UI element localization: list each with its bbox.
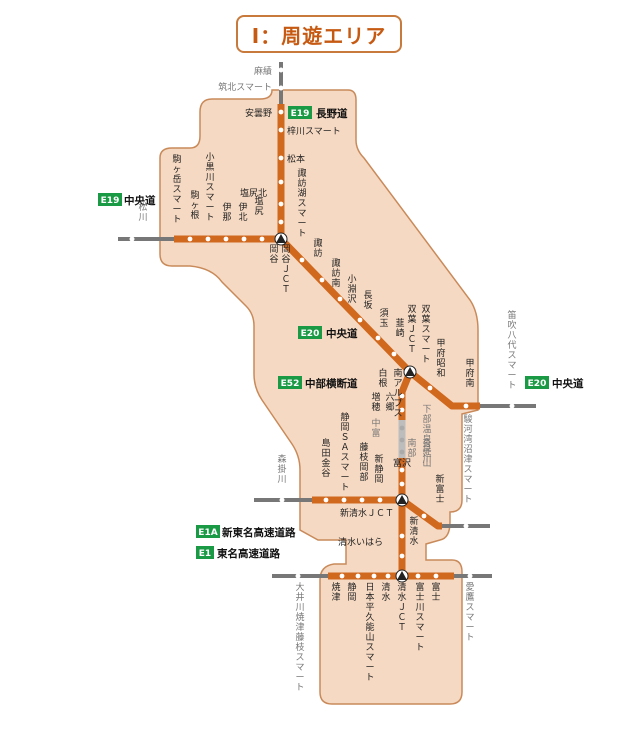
station-kofuminami: 甲府南	[465, 358, 474, 389]
station-shiojirikita: 塩尻北	[240, 187, 267, 199]
station-oigawa: 大井川焼津藤枝スマート	[295, 581, 304, 693]
station-kogurogawa: 小黒川スマート	[205, 152, 214, 223]
station-minobu: 身延山	[422, 437, 431, 469]
station-masuho: 増穂	[371, 391, 380, 413]
station-shinshimizu-jct: 新清水ＪＣＴ	[340, 507, 394, 519]
station-ashitaka: 愛鷹スマート	[465, 581, 474, 643]
route-tag: E52	[281, 379, 300, 389]
station-kobuchisawa: 小淵沢	[347, 274, 356, 305]
route-name: 長野道	[316, 107, 348, 120]
station-shinfuji: 新富士	[435, 473, 444, 505]
station-nanbu: 南部	[407, 437, 416, 459]
station-sasago: 笛吹八代スマート	[507, 309, 516, 391]
area-title: I：周遊エリア	[251, 23, 387, 48]
jct-markers	[274, 232, 417, 583]
area-title-box: I：周遊エリア	[236, 15, 402, 53]
station-fujieda-okabe: 藤枝岡部	[359, 441, 368, 483]
route-tag: E19	[101, 196, 120, 206]
station-shizuoka: 静岡	[347, 581, 356, 603]
station-chikuhoku: 筑北スマート	[218, 81, 272, 93]
station-kofushowa: 甲府昭和	[436, 338, 445, 379]
route-tag: E20	[301, 329, 320, 339]
station-fuji: 富士	[431, 581, 440, 603]
station-rokugo: 六郷	[385, 391, 394, 413]
station-azumino: 安曇野	[245, 107, 272, 119]
station-shizuoka-sa: 静岡ＳＡスマート	[340, 411, 349, 493]
route-e19-chuo: E19 中央道	[98, 193, 156, 207]
station-shimizu: 清水	[381, 581, 390, 603]
route-e20-chuo-east: E20 中央道	[525, 376, 584, 390]
station-inakita: 伊北	[238, 201, 247, 223]
station-suwako: 諏訪湖スマート	[297, 167, 306, 239]
station-okaya: 岡谷	[269, 244, 278, 265]
station-ina: 伊那	[222, 201, 231, 223]
station-shirane: 白根	[378, 367, 387, 389]
route-tag: E1A	[198, 528, 217, 538]
station-shinshizuoka: 新静岡	[374, 453, 383, 485]
station-tomizawa: 富沢	[393, 457, 411, 469]
route-e1a: E1A 新東名高速道路	[196, 525, 296, 539]
route-e52: E52 中部横断道	[278, 376, 358, 390]
station-shimizu-ihara: 清水いはら	[338, 536, 383, 548]
route-tag: E1	[199, 549, 211, 559]
station-azusagawa: 梓川スマート	[287, 125, 341, 137]
inactive-station-dots	[399, 425, 405, 455]
station-nihondaira: 日本平久能山スマート	[365, 582, 374, 683]
station-labels-vertical: 駒ヶ岳スマート 松川 駒ヶ根 小黒川スマート 伊那 伊北 塩尻 諏訪湖スマート …	[138, 152, 516, 693]
station-okaya-jct: 岡谷ＪＣＴ	[281, 244, 290, 295]
station-minami-alps: 南アルプス	[393, 367, 402, 419]
route-e20-chuo-mid: E20 中央道	[298, 326, 358, 340]
route-tag: E20	[528, 379, 547, 389]
station-shimada: 島田金谷	[321, 437, 330, 479]
route-name: 新東名高速道路	[222, 526, 296, 539]
station-suwa: 諏訪	[313, 237, 322, 259]
station-suruga: 駿河湾沼津スマート	[463, 413, 472, 505]
station-nagasaka: 長坂	[363, 290, 372, 311]
station-matsukawa: 松川	[138, 201, 147, 223]
station-morikake: 森掛川	[277, 453, 286, 485]
station-shimobe: 下部温泉早川	[422, 405, 431, 465]
station-sudama: 須玉	[379, 308, 388, 329]
station-fujikawa: 富士川スマート	[415, 581, 424, 653]
route-name: 中央道	[326, 327, 358, 340]
station-suwaminami: 諏訪南	[331, 257, 340, 289]
station-dots	[187, 109, 469, 579]
route-name: 中央道	[124, 194, 156, 207]
route-name: 中部横断道	[305, 377, 358, 390]
station-komagatake: 駒ヶ岳スマート	[172, 153, 181, 225]
route-e1: E1 東名高速道路	[196, 546, 280, 560]
station-shiojiri: 塩尻	[254, 195, 263, 217]
station-yaizu: 焼津	[331, 582, 340, 603]
station-shinshimizu: 新清水	[409, 515, 418, 547]
route-name: 東名高速道路	[217, 547, 280, 560]
station-komagane: 駒ヶ根	[190, 189, 199, 221]
route-name: 中央道	[552, 377, 584, 390]
station-nirasaki: 韮崎	[395, 317, 404, 339]
station-nakatomi: 中富	[371, 417, 380, 439]
station-matsumoto: 松本	[287, 153, 305, 165]
station-futaba-jct: 双葉ＪＣＴ	[407, 304, 416, 355]
station-shimizu-jct: 清水ＪＣＴ	[397, 581, 406, 633]
route-e19-nagano: E19 長野道	[288, 106, 348, 120]
outside-road-markers	[129, 67, 515, 579]
station-asami: 麻績	[254, 65, 272, 77]
station-labels-horizontal: 麻績 筑北スマート 安曇野 梓川スマート 松本 塩尻北 富沢 新清水ＪＣＴ 清水…	[218, 65, 411, 548]
route-tag: E19	[291, 109, 310, 119]
station-futaba: 双葉スマート	[421, 304, 430, 365]
